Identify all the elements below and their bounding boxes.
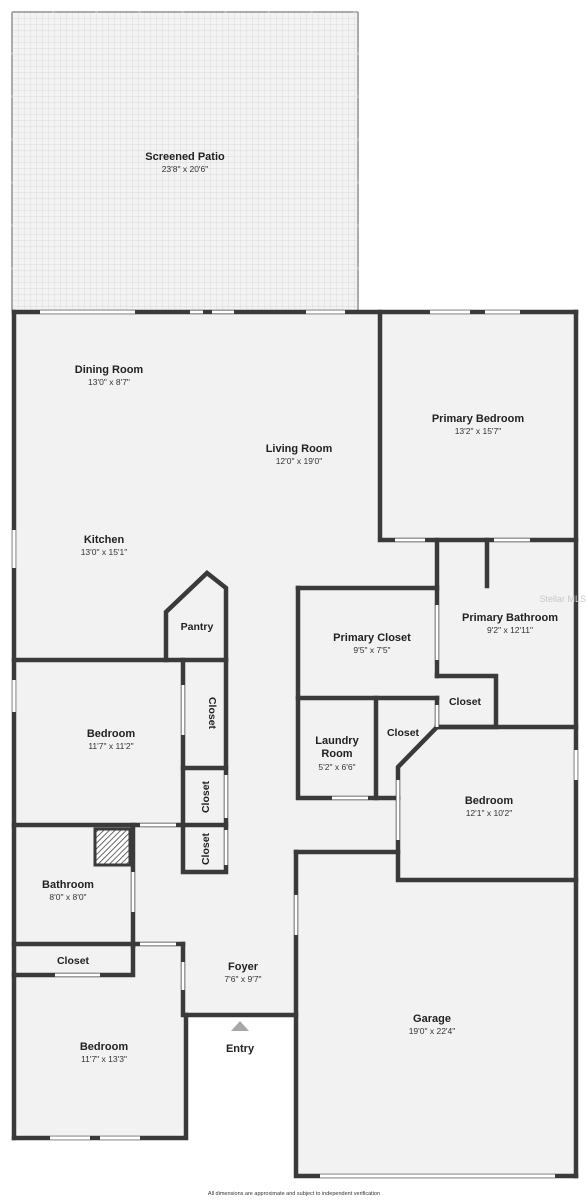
primary-bedroom-dims: 13'2" x 15'7": [455, 426, 502, 436]
primary-bedroom-label: Primary Bedroom: [432, 413, 525, 425]
window-frames: [11, 309, 579, 1179]
bedroom-east-label: Bedroom: [465, 795, 514, 807]
closet-vert-1-label: Closet: [206, 697, 218, 730]
house-floor: [14, 312, 576, 1175]
openings: [12, 310, 578, 1178]
closet-vert-2-label: Closet: [200, 780, 212, 813]
primary-bathroom-dims: 9'2" x 12'11": [487, 625, 533, 635]
watermark: Stellar MLS: [539, 594, 586, 604]
bedroom-2-dims: 11'7" x 11'2": [88, 741, 133, 751]
bedroom-2-label: Bedroom: [87, 728, 136, 740]
bedroom-3-label: Bedroom: [80, 1041, 129, 1053]
closet-laundry-label: Closet: [387, 727, 420, 739]
garage-dims: 19'0" x 22'4": [409, 1026, 456, 1036]
primary-closet-label: Primary Closet: [333, 632, 411, 644]
dining-room-label: Dining Room: [75, 364, 144, 376]
shower-hatch: [93, 827, 132, 867]
entry-label: Entry: [226, 1043, 255, 1055]
garage-label: Garage: [413, 1013, 451, 1025]
bedroom-3-dims: 11'7" x 13'3": [81, 1054, 127, 1064]
screened-patio-dims: 23'8" x 20'6": [162, 164, 209, 174]
entry-arrow-icon: [231, 1021, 249, 1031]
primary-bathroom-label: Primary Bathroom: [462, 612, 558, 624]
pantry-label: Pantry: [181, 621, 214, 633]
closet-vert-3-label: Closet: [200, 832, 212, 865]
bathroom-dims: 8'0" x 8'0": [49, 892, 86, 902]
closet-primary-bath-label: Closet: [449, 696, 482, 708]
kitchen-label: Kitchen: [84, 534, 125, 546]
screened-patio: [11, 11, 359, 310]
room-labels: Screened Patio 23'8" x 20'6" Dining Room…: [42, 151, 558, 1064]
kitchen-dims: 13'0" x 15'1": [81, 547, 128, 557]
screened-patio-label: Screened Patio: [145, 151, 225, 163]
laundry-label-line2: Room: [321, 748, 352, 760]
living-room-dims: 12'0" x 19'0": [276, 456, 323, 466]
foyer-label: Foyer: [228, 961, 259, 973]
bedroom-east-dims: 12'1" x 10'2": [466, 808, 513, 818]
bathroom-label: Bathroom: [42, 879, 94, 891]
laundry-dims: 5'2" x 6'6": [318, 762, 355, 772]
living-room-label: Living Room: [266, 443, 333, 455]
laundry-label-line1: Laundry: [315, 735, 359, 747]
dining-room-dims: 13'0" x 8'7": [88, 377, 130, 387]
closet-hall-label: Closet: [57, 955, 90, 967]
foyer-dims: 7'6" x 9'7": [224, 974, 261, 984]
footer-disclaimer: All dimensions are approximate and subje…: [208, 1191, 380, 1197]
primary-closet-dims: 9'5" x 7'5": [353, 645, 390, 655]
